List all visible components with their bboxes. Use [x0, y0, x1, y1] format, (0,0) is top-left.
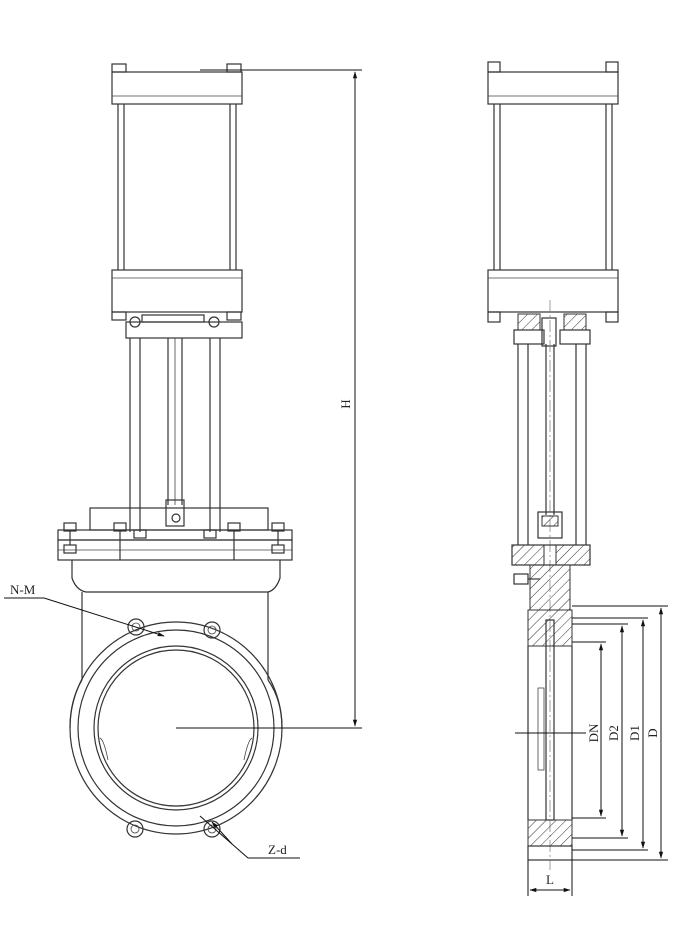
- side-view: [487, 61, 668, 896]
- side-dimensions: [527, 605, 668, 896]
- label-l: L: [546, 872, 554, 887]
- zd-leader: [199, 815, 300, 859]
- label-height: H: [338, 399, 353, 408]
- label-d2: D2: [606, 725, 621, 741]
- front-cylinder: [111, 63, 243, 321]
- height-dimension: [200, 69, 362, 727]
- bonnet-bolts: [63, 522, 285, 560]
- label-d1: D1: [627, 725, 642, 741]
- side-body: [515, 609, 586, 861]
- front-view: [4, 63, 362, 859]
- front-bracket: [125, 314, 243, 532]
- label-zd: Z-d: [268, 842, 287, 857]
- side-bracket: [513, 300, 591, 870]
- front-bonnet: [57, 507, 293, 593]
- label-nm: N-M: [10, 582, 36, 597]
- label-dn: DN: [586, 723, 601, 742]
- front-body: [69, 592, 362, 838]
- flange-bolt-holes: [126, 618, 221, 838]
- side-cylinder: [487, 61, 619, 323]
- nm-leader: [4, 597, 165, 637]
- side-bonnet: [511, 544, 591, 611]
- label-d: D: [645, 728, 660, 737]
